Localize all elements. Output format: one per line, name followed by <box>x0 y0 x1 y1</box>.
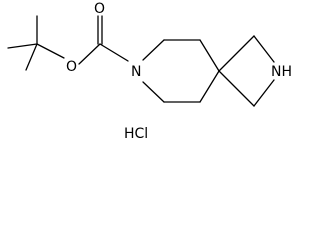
atom-label-azetidine-nh: NH <box>271 64 292 80</box>
bond-azetidine-top-to-nh <box>253 35 275 63</box>
bond-ring-spiro-to-lower <box>199 70 220 103</box>
bond-ring-upper-to-spiro <box>199 39 220 72</box>
bond-ring-lower-to-n <box>142 81 165 103</box>
bond-tbu-methyl-left <box>7 43 38 49</box>
chemical-structure-diagram: O O N NH HCl <box>7 1 292 142</box>
bond-ring-n-to-c-upper <box>142 39 165 61</box>
bond-azetidine-bottom-to-spiro <box>218 70 255 107</box>
atom-label-carbonyl-oxygen: O <box>94 1 105 17</box>
atom-label-piperidine-nitrogen: N <box>131 64 141 80</box>
bond-azetidine-nh-to-bottom <box>253 79 275 107</box>
atom-label-ether-oxygen: O <box>66 59 77 75</box>
bond-oxygen-to-carbonyl-carbon <box>78 43 101 65</box>
salt-label: HCl <box>124 126 148 142</box>
bond-carbonyl-to-nitrogen <box>99 43 129 62</box>
bond-azetidine-spiro-to-top <box>218 35 255 72</box>
bond-tbu-to-oxygen <box>36 43 65 59</box>
bond-tbu-methyl-bottom <box>25 43 38 71</box>
